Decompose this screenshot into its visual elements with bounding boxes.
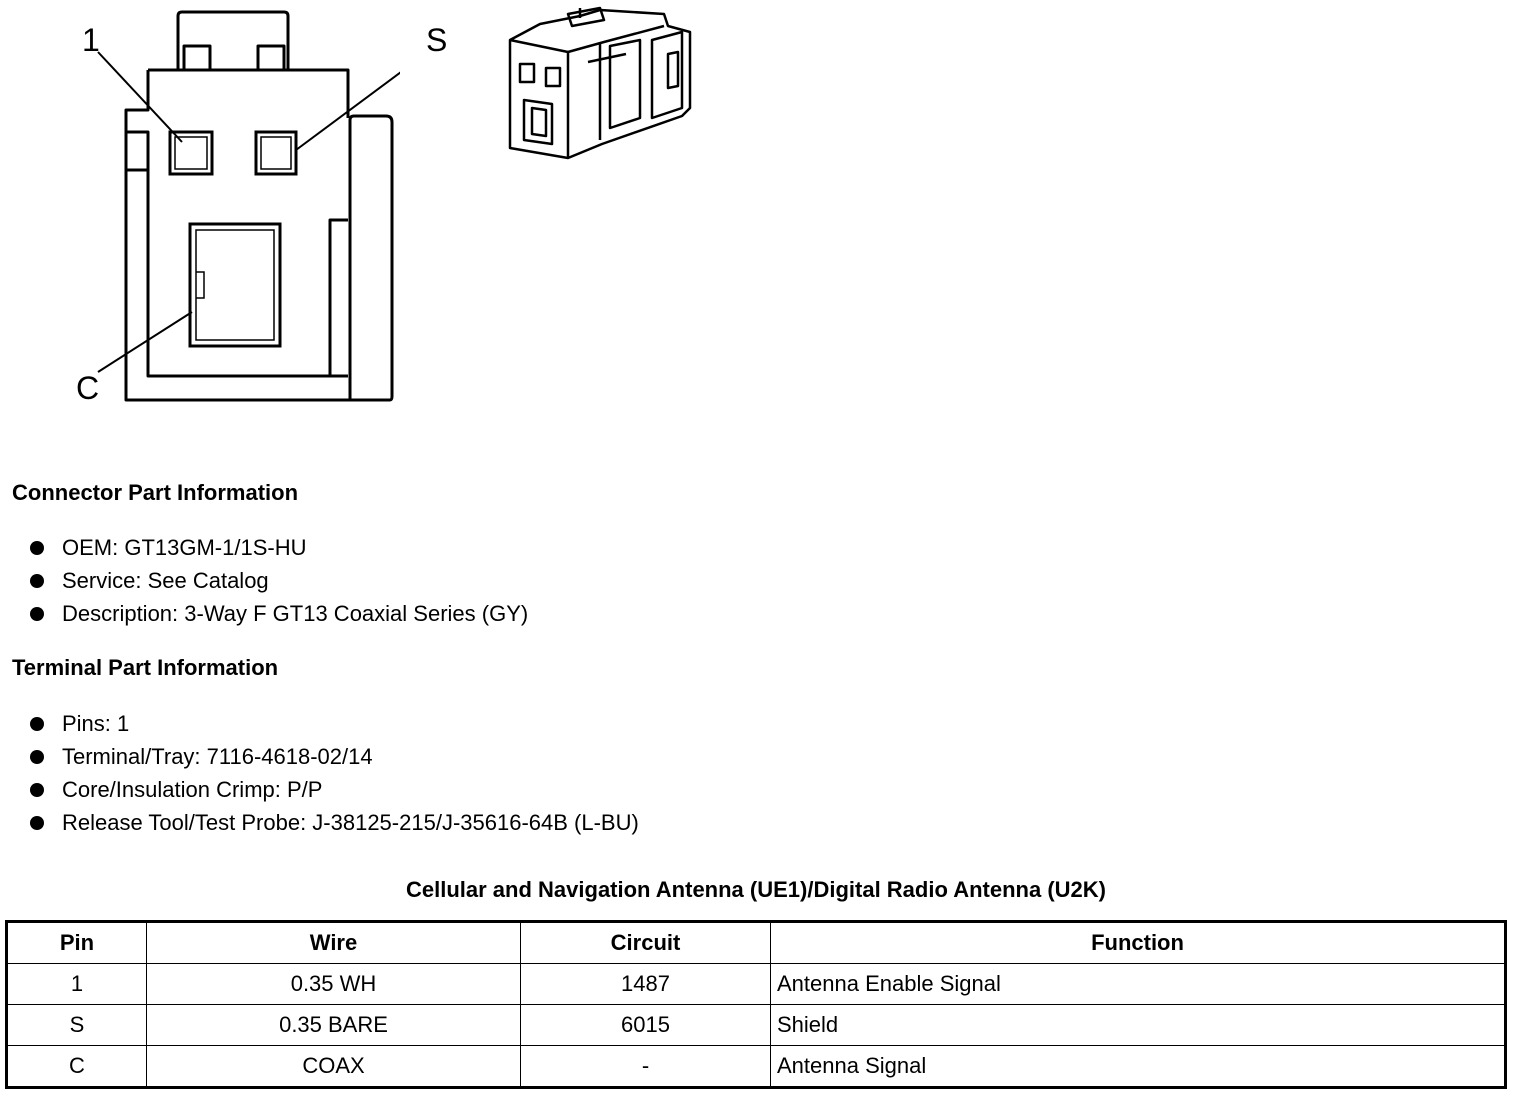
column-header-function: Function: [770, 921, 1506, 964]
list-item: Release Tool/Test Probe: J-38125-215/J-3…: [26, 806, 639, 839]
list-item: Core/Insulation Crimp: P/P: [26, 773, 639, 806]
cell-function: Shield: [770, 1004, 1506, 1046]
leader-line-c: [97, 311, 193, 373]
table-header-row: Pin Wire Circuit Function: [6, 921, 1506, 964]
callout-pin-c: C: [76, 370, 100, 406]
connector-latch: [176, 10, 290, 70]
column-header-pin: Pin: [6, 921, 147, 964]
cavity-1: [168, 130, 214, 176]
list-item: Description: 3-Way F GT13 Coaxial Series…: [26, 597, 528, 630]
callout-pin-1: 1: [82, 22, 100, 58]
column-header-circuit: Circuit: [520, 921, 771, 964]
cell-pin: 1: [6, 963, 147, 1005]
list-item: OEM: GT13GM-1/1S-HU: [26, 531, 528, 564]
table-row: 1 0.35 WH 1487 Antenna Enable Signal: [6, 963, 1506, 1005]
connector-face-diagram: [97, 10, 400, 402]
connector-info-list: OEM: GT13GM-1/1S-HU Service: See Catalog…: [26, 531, 528, 630]
cell-wire: 0.35 WH: [146, 963, 521, 1005]
connector-body: [148, 68, 350, 118]
cavity-s: [254, 130, 298, 176]
cell-circuit: 1487: [520, 963, 771, 1005]
cavity-c: [188, 222, 282, 348]
bullet-icon: [30, 750, 44, 764]
list-item-text: Description: 3-Way F GT13 Coaxial Series…: [62, 601, 529, 626]
callout-pin-s: S: [426, 22, 448, 58]
table-row: S 0.35 BARE 6015 Shield: [6, 1004, 1506, 1046]
connector-isometric-view: [508, 6, 692, 160]
cell-circuit: 6015: [520, 1004, 771, 1046]
cell-function: Antenna Enable Signal: [770, 963, 1506, 1005]
bullet-icon: [30, 717, 44, 731]
bullet-icon: [30, 783, 44, 797]
column-header-wire: Wire: [146, 921, 521, 964]
list-item-text: Release Tool/Test Probe: J-38125-215/J-3…: [62, 810, 639, 835]
cell-pin: S: [6, 1004, 147, 1046]
bullet-icon: [30, 574, 44, 588]
bullet-icon: [30, 541, 44, 555]
cell-function: Antenna Signal: [770, 1045, 1506, 1088]
leader-line-s: [295, 71, 400, 151]
list-item-text: Terminal/Tray: 7116-4618-02/14: [62, 744, 373, 769]
cell-wire: COAX: [146, 1045, 521, 1088]
list-item-text: Core/Insulation Crimp: P/P: [62, 777, 323, 802]
list-item-text: Service: See Catalog: [62, 568, 269, 593]
cell-circuit: -: [520, 1045, 771, 1088]
list-item: Pins: 1: [26, 707, 639, 740]
terminal-info-heading: Terminal Part Information: [12, 655, 279, 680]
bullet-icon: [30, 607, 44, 621]
cell-pin: C: [6, 1045, 147, 1088]
connector-info-heading: Connector Part Information: [12, 480, 299, 505]
list-item: Terminal/Tray: 7116-4618-02/14: [26, 740, 639, 773]
pin-table: Pin Wire Circuit Function 1 0.35 WH 1487…: [5, 920, 1507, 1089]
table-row: C COAX - Antenna Signal: [6, 1045, 1506, 1088]
cell-wire: 0.35 BARE: [146, 1004, 521, 1046]
terminal-info-list: Pins: 1 Terminal/Tray: 7116-4618-02/14 C…: [26, 707, 639, 839]
list-item-text: Pins: 1: [62, 711, 130, 736]
bullet-icon: [30, 816, 44, 830]
leader-line-1: [97, 51, 183, 143]
list-item-text: OEM: GT13GM-1/1S-HU: [62, 535, 307, 560]
pin-table-title: Cellular and Navigation Antenna (UE1)/Di…: [406, 877, 1106, 902]
list-item: Service: See Catalog: [26, 564, 528, 597]
